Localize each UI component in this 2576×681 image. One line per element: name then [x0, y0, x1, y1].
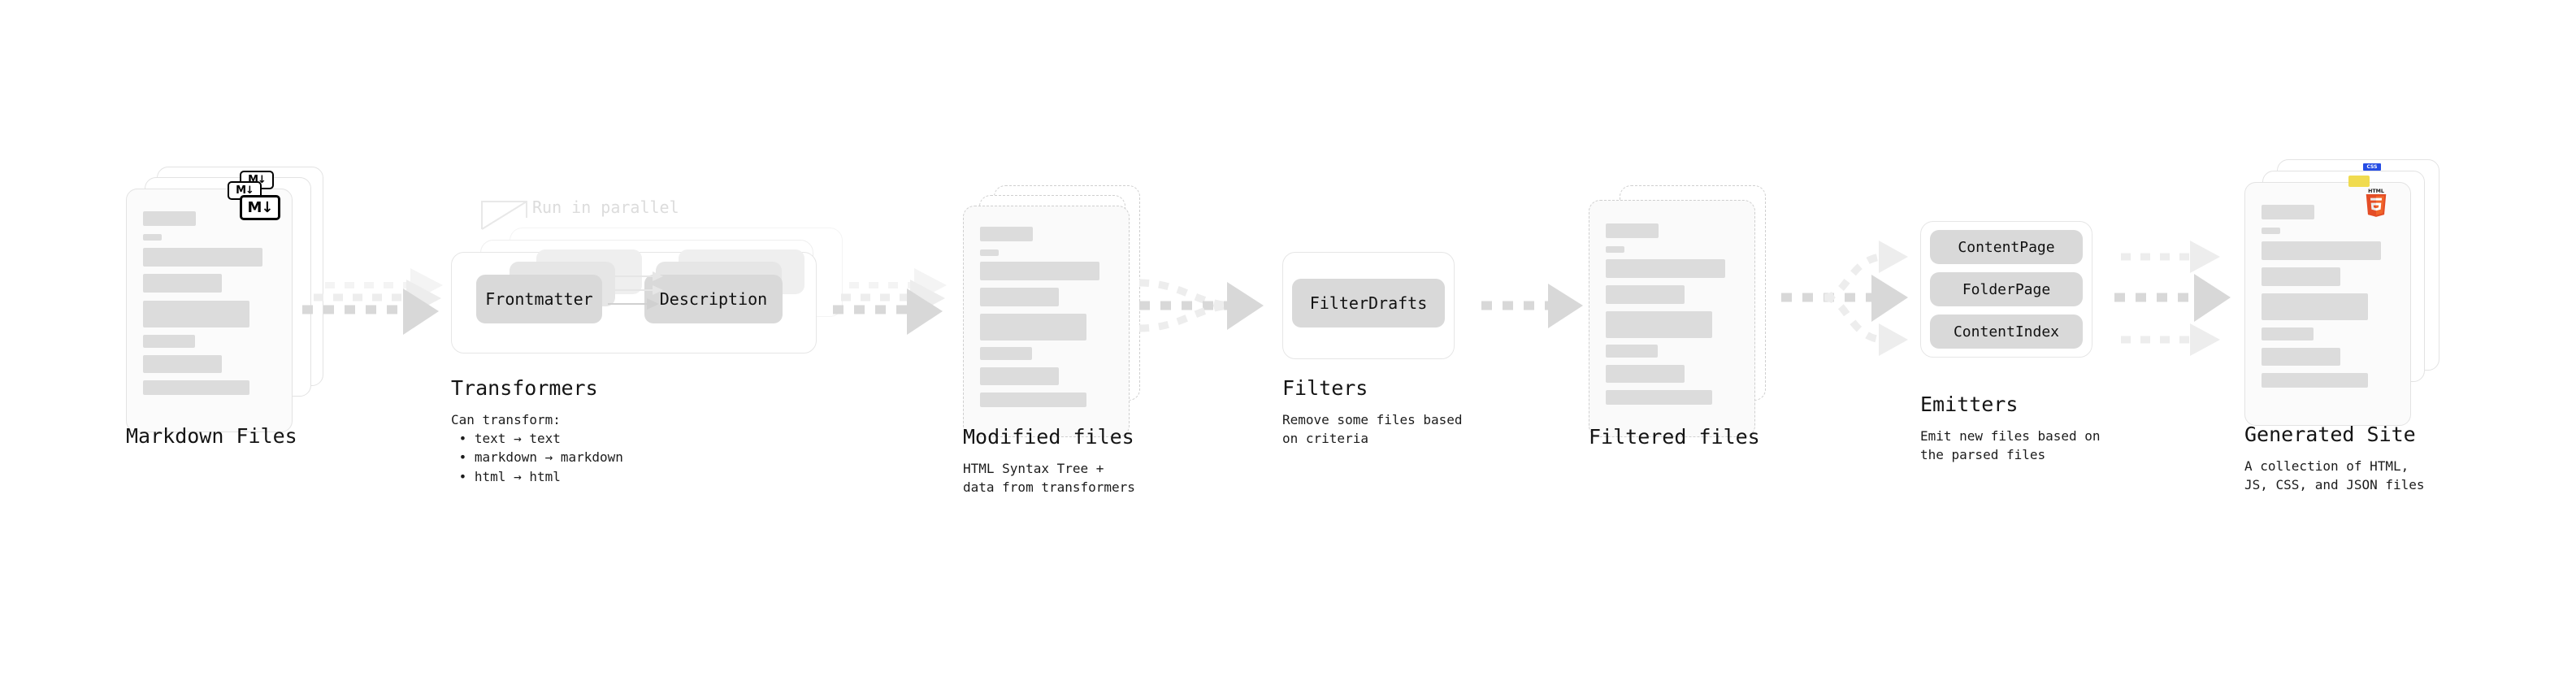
arrow-filtered-to-emitters [1781, 241, 1908, 356]
filtered-card-front [1589, 200, 1755, 437]
js-badge [2348, 176, 2370, 187]
transformers-title: Transformers [451, 376, 598, 400]
transformers-group: Frontmatter Description [451, 203, 857, 366]
emitters-description: Emit new files based on the parsed files [1920, 428, 2101, 463]
html5-icon: HTML [2362, 188, 2390, 219]
arrow-emitters-to-site [2114, 241, 2231, 356]
modified-files-title: Modified files [963, 425, 1134, 449]
generated-site-stack: CSS HTML [2244, 159, 2456, 436]
modified-files-stack [963, 185, 1150, 437]
emitters-group: ContentPage FolderPage ContentIndex [1920, 221, 2107, 367]
filters-group: FilterDrafts [1282, 252, 1461, 366]
run-in-parallel-annotation: Run in parallel [532, 197, 679, 217]
markdown-files-stack: M↓ M↓ M↓ [126, 167, 337, 435]
arrow-filters-to-filtered [1481, 284, 1583, 328]
site-card-front [2244, 182, 2411, 426]
filters-title: Filters [1282, 376, 1368, 400]
emitter-pill-contentindex[interactable]: ContentIndex [1930, 314, 2083, 349]
modified-files-description: HTML Syntax Tree + data from transformer… [963, 461, 1135, 496]
markdown-badge: M↓ [240, 195, 280, 220]
emitter-pill-contentpage[interactable]: ContentPage [1930, 230, 2083, 264]
arrow-modified-to-filters [1138, 279, 1264, 332]
transformer-pill-description[interactable]: Description [644, 275, 783, 323]
filtered-files-title: Filtered files [1589, 425, 1760, 449]
transformer-pill-frontmatter[interactable]: Frontmatter [476, 275, 602, 323]
generated-site-description: A collection of HTML, JS, CSS, and JSON … [2244, 458, 2425, 493]
modified-card-front [963, 206, 1130, 437]
emitter-pill-folderpage[interactable]: FolderPage [1930, 272, 2083, 306]
generated-site-title: Generated Site [2244, 423, 2416, 446]
filters-description: Remove some files based on criteria [1282, 412, 1463, 447]
markdown-files-title: Markdown Files [126, 424, 297, 448]
css-badge: CSS [2363, 163, 2381, 171]
filter-pill-filterdrafts[interactable]: FilterDrafts [1292, 279, 1445, 327]
svg-text:HTML: HTML [2368, 189, 2384, 194]
markdown-card-front [126, 189, 293, 432]
transformers-description: Can transform: • text → text • markdown … [451, 412, 623, 484]
emitters-title: Emitters [1920, 393, 2019, 416]
filtered-files-stack [1589, 185, 1776, 437]
